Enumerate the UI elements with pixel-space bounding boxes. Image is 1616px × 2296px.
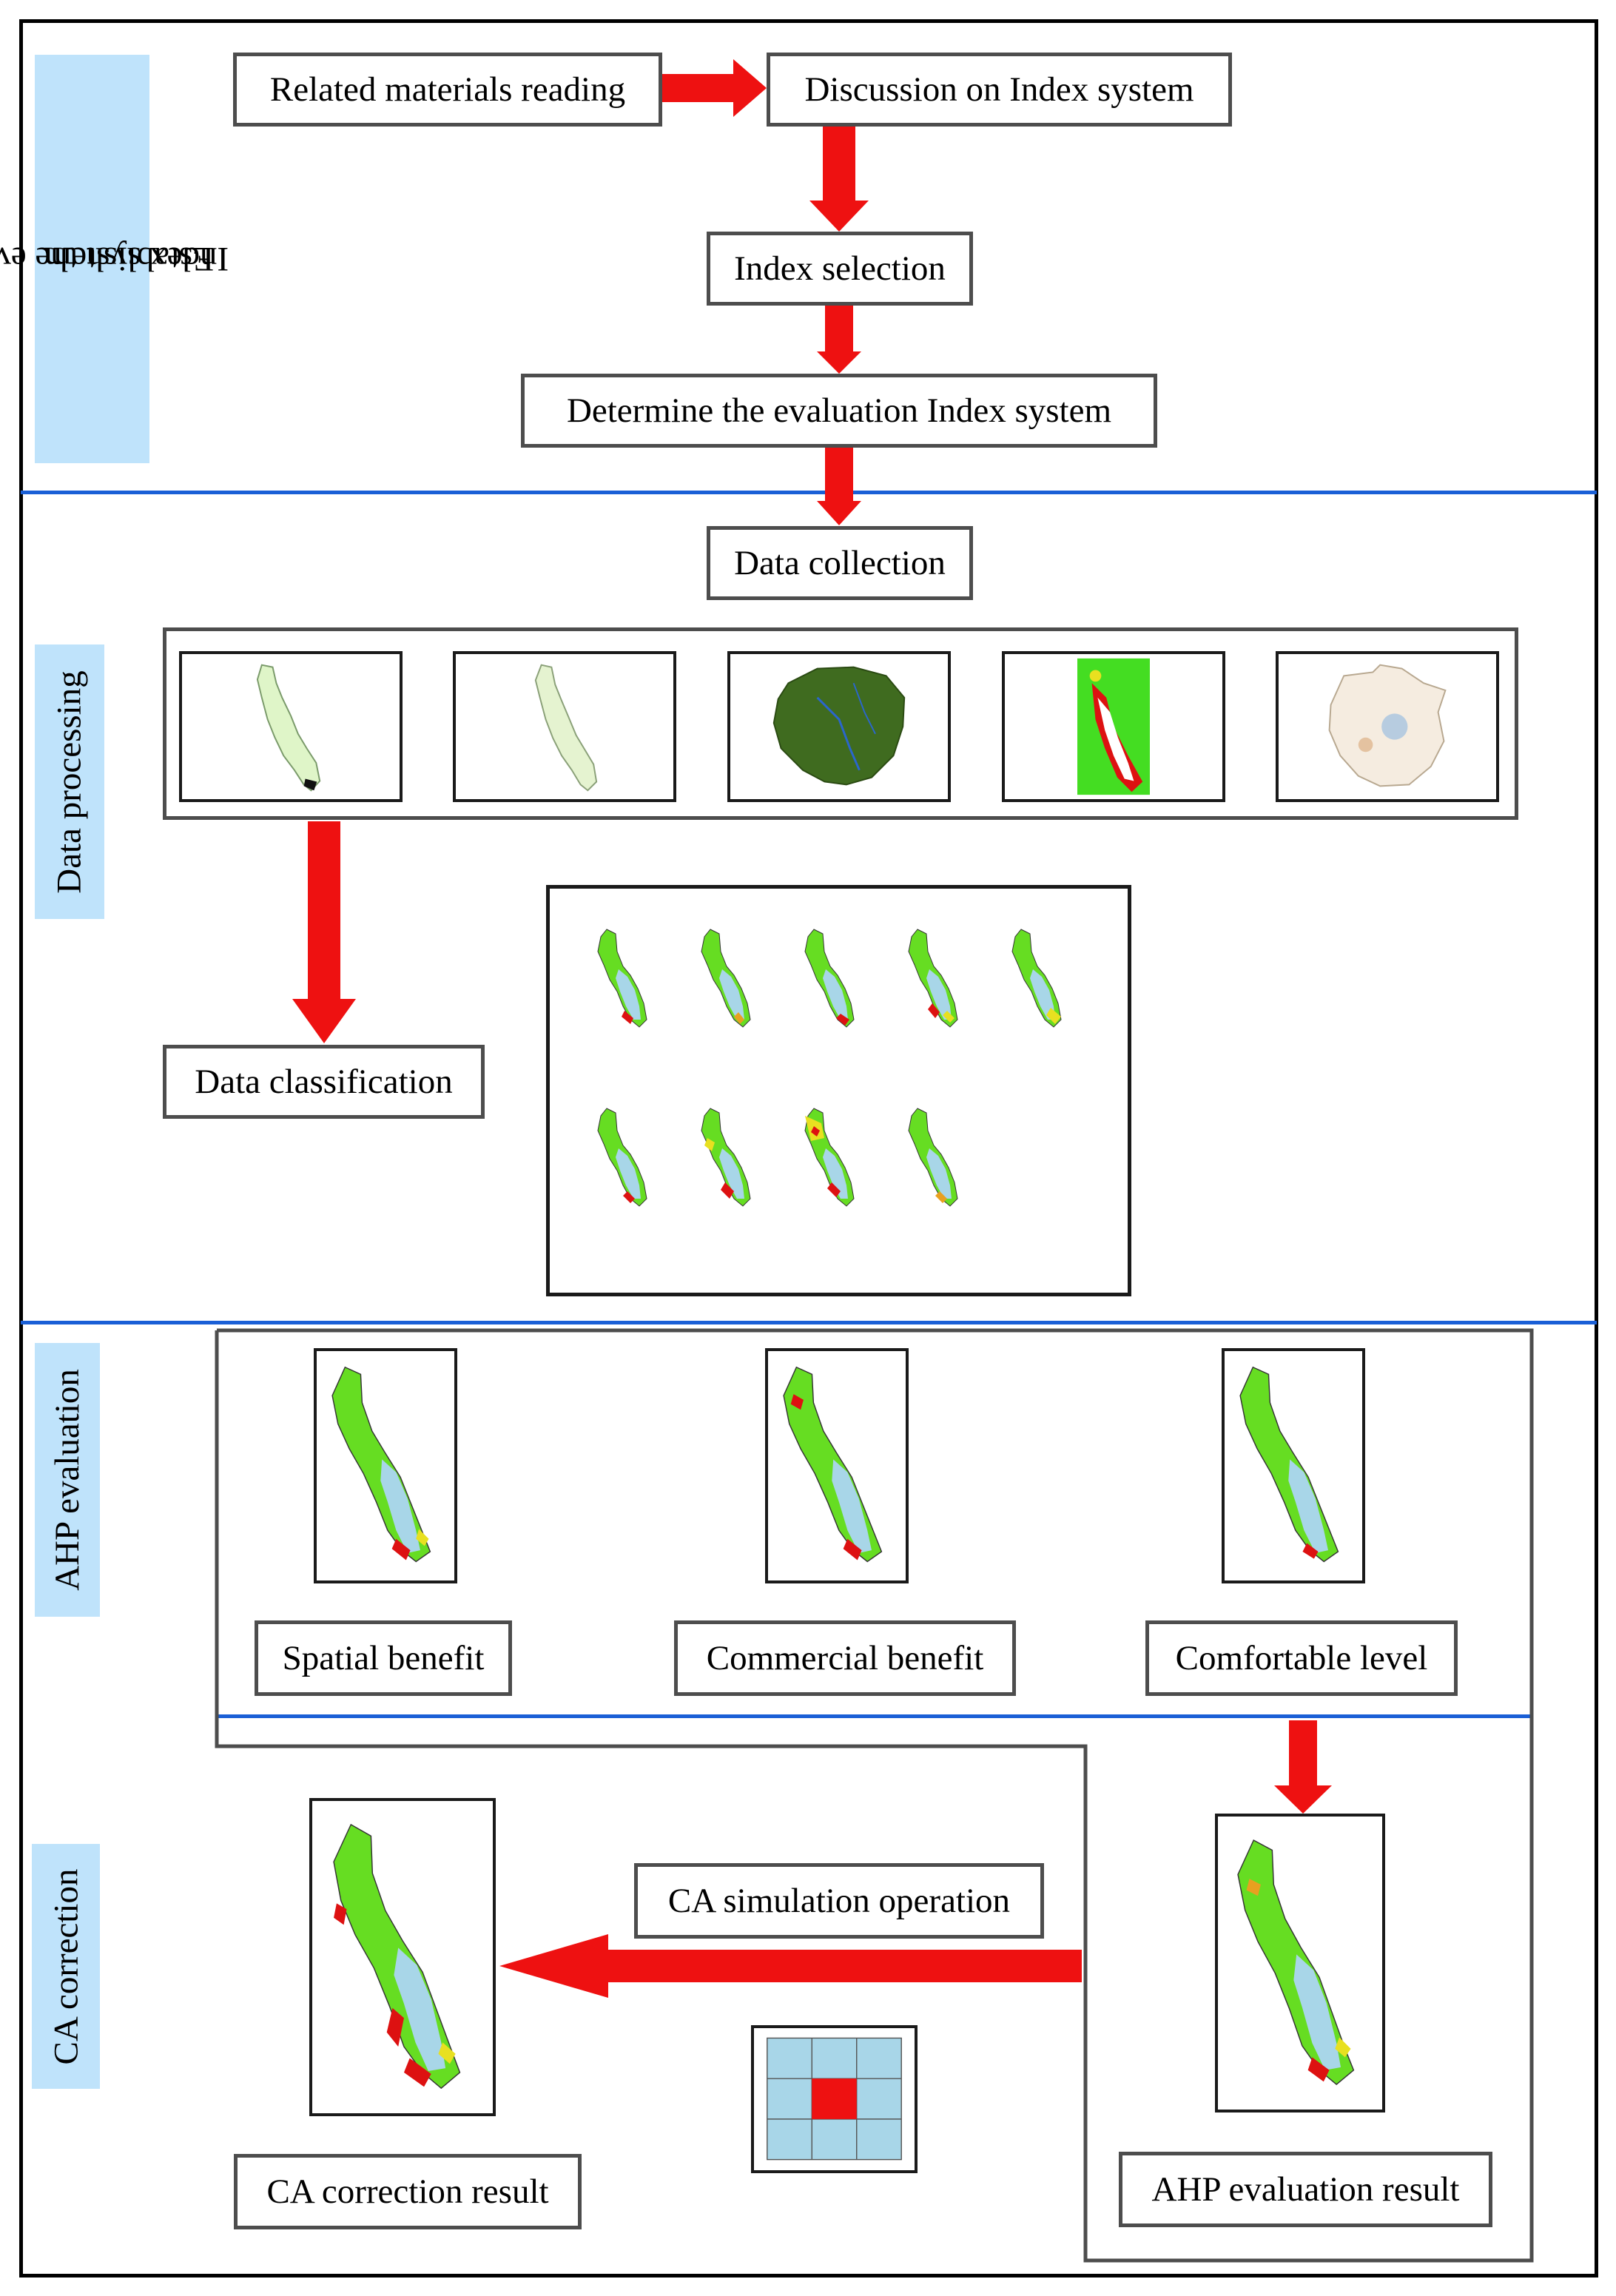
related-materials-box: Related materials reading: [233, 53, 662, 127]
classified-map-icon: [908, 1108, 958, 1207]
data-classification-box: Data classification: [163, 1045, 485, 1119]
raw-map-thumb-2: [453, 651, 676, 802]
arrow-down-icon: [817, 306, 861, 374]
ca-neighborhood-grid-icon: [751, 2025, 918, 2173]
comfortable-level-box: Comfortable level: [1145, 1620, 1458, 1696]
determine-index-box: Determine the evaluation Index system: [521, 374, 1157, 448]
raw-map-thumb-1: [179, 651, 403, 802]
ca-simulation-box: CA simulation operation: [634, 1863, 1044, 1939]
classified-map-icon: [1011, 929, 1062, 1028]
divider-processing-ahp: [21, 1321, 1597, 1324]
raw-map-thumb-4: [1002, 651, 1225, 802]
section-label-processing: Data processing: [35, 644, 104, 919]
raw-map-thumb-3: [727, 651, 951, 802]
arrow-left-icon: [499, 1934, 1082, 1998]
classified-maps-group: [597, 929, 1062, 1207]
ca-result-box: CA correction result: [234, 2154, 582, 2229]
classified-map-icon: [804, 1108, 855, 1207]
data-collection-box: Data collection: [707, 526, 973, 600]
comfortable-level-map: [1222, 1348, 1365, 1583]
ca-result-map: [309, 1798, 496, 2116]
commercial-benefit-box: Commercial benefit: [674, 1620, 1016, 1696]
divider-ahp-ca: [217, 1714, 1532, 1718]
raw-data-panel: [163, 627, 1518, 820]
index-selection-box: Index selection: [707, 232, 973, 306]
divider-establish-processing: [21, 491, 1597, 494]
arrow-down-icon: [809, 127, 869, 232]
ahp-result-map: [1215, 1814, 1385, 2112]
raw-map-thumb-5: [1276, 651, 1499, 802]
lake-outline-map-icon: [534, 664, 598, 792]
ahp-result-box: AHP evaluation result: [1119, 2152, 1492, 2227]
classified-map-icon: [597, 1108, 647, 1207]
classified-map-icon: [804, 929, 855, 1028]
spatial-benefit-map: [314, 1348, 457, 1583]
classified-map-icon: [701, 929, 751, 1028]
classified-map-icon: [597, 929, 647, 1028]
section-label-ca: CA correction: [32, 1844, 100, 2089]
classified-maps-panel: [546, 885, 1131, 1296]
arrow-down-icon: [817, 448, 861, 525]
arrow-down-icon: [1274, 1720, 1332, 1814]
spatial-benefit-box: Spatial benefit: [255, 1620, 512, 1696]
classified-map-icon: [908, 929, 958, 1028]
arrow-down-icon: [292, 821, 356, 1043]
section-label-ahp: AHP evaluation: [35, 1343, 100, 1617]
discussion-box: Discussion on Index system: [767, 53, 1232, 127]
commercial-benefit-map: [765, 1348, 909, 1583]
terrain-map-icon: [772, 666, 906, 786]
diagram-frame: [19, 19, 1598, 2278]
arrow-right-icon: [662, 59, 767, 117]
classified-map-icon: [701, 1108, 751, 1207]
